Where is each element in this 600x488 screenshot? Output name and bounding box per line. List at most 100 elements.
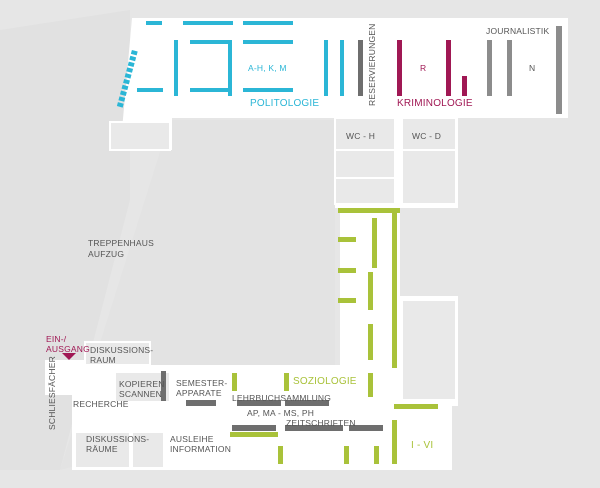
shelf [237, 400, 281, 406]
label-diskussionsraum-1: DISKUSSIONS- [90, 345, 154, 355]
room-right-middle [401, 299, 457, 401]
label-kriminologie: KRIMINOLOGIE [397, 98, 473, 109]
shelf [344, 446, 349, 464]
shelf [190, 40, 228, 44]
shelf [232, 425, 276, 431]
shelf [392, 420, 397, 464]
politologie-shelves [116, 21, 344, 108]
shelf [230, 432, 278, 437]
label-n: N [529, 63, 536, 73]
kriminologie-shelves [397, 40, 467, 96]
shelf [338, 208, 400, 213]
shelf [446, 40, 451, 96]
shelf [123, 78, 130, 85]
rooms [74, 117, 457, 469]
shelf [462, 76, 467, 96]
label-kopieren: KOPIEREN [119, 379, 165, 389]
label-i-vi: I - VI [411, 440, 434, 451]
shelf [285, 400, 329, 406]
shelf [127, 61, 135, 67]
shelf [487, 40, 492, 96]
label-aufzug: AUFZUG [88, 249, 125, 259]
label-ap-ma-ms-ph: AP, MA - MS, PH [247, 408, 315, 418]
label-semesterapparate-1: SEMESTER- [176, 378, 228, 388]
label-eingang-1: EIN-/ [46, 334, 67, 344]
label-politologie: POLITOLOGIE [250, 98, 320, 109]
label-wc-h: WC - H [346, 131, 376, 141]
label-r: R [420, 63, 427, 73]
room-diskussionsraeume-2 [131, 431, 165, 469]
outer-building-shadow [0, 10, 130, 470]
room-wc-h-3 [334, 177, 396, 205]
soziologie-shelves [230, 208, 438, 464]
shelf [284, 373, 289, 391]
label-treppenhaus: TREPPENHAUS [88, 238, 154, 248]
shelf [392, 208, 397, 368]
shelf [228, 40, 232, 96]
shelf [183, 21, 233, 25]
label-diskussionsraeume-2: RÄUME [86, 444, 118, 454]
shelf [324, 40, 328, 96]
label-diskussionsraeume-1: DISKUSSIONS- [86, 434, 150, 444]
shelf [116, 102, 124, 108]
shelf [394, 404, 438, 409]
dark-shelves [161, 371, 383, 431]
shelf [397, 40, 402, 96]
room-wc-d-2 [401, 149, 457, 205]
label-scannen: SCANNEN [119, 389, 162, 399]
shelf [340, 40, 344, 96]
shelf [372, 218, 377, 268]
room-wc-h [334, 117, 396, 151]
shelf [137, 88, 163, 92]
label-a-h-k-m: A-H, K, M [248, 63, 287, 73]
label-journalistik: JOURNALISTIK [486, 26, 550, 36]
entrance-arrow-icon [62, 353, 76, 360]
room-diskussionsraeume-1 [74, 431, 131, 469]
shelf [119, 90, 127, 96]
shelf [285, 425, 343, 431]
shelf [338, 298, 356, 303]
shelf [338, 237, 356, 242]
room-diskussionsraum [84, 341, 151, 366]
room-kopieren [114, 371, 171, 403]
shelf [349, 425, 383, 431]
shelf [190, 88, 228, 92]
room-top-left [109, 121, 171, 151]
label-wc-d: WC - D [412, 131, 442, 141]
shelf [507, 40, 512, 96]
label-schliessfaecher: SCHLIESFÄCHER [47, 356, 57, 430]
shelf [243, 88, 293, 92]
reservierungen-shelf [358, 40, 363, 96]
shelf [556, 26, 562, 114]
shelf [124, 73, 132, 79]
shelf [232, 373, 237, 391]
label-recherche: RECHERCHE [73, 399, 129, 409]
shelf [243, 40, 293, 44]
shelf [129, 55, 137, 62]
label-zeitschriften: ZEITSCHRIFTEN [286, 418, 356, 428]
label-semesterapparate-2: APPARATE [176, 388, 222, 398]
shelf [130, 49, 138, 56]
shelf [374, 446, 379, 464]
label-lehrbuchsammlung: LEHRBUCHSAMMLUNG [232, 393, 332, 403]
shelf [126, 67, 134, 73]
shelf [118, 96, 126, 102]
label-reservierungen: RESERVIERUNGEN [367, 23, 377, 106]
shelf [368, 272, 373, 310]
label-eingang-2: AUSGANG [46, 344, 90, 354]
shelf [174, 40, 178, 96]
shelf [243, 21, 293, 25]
shelf [368, 324, 373, 360]
shelf [146, 21, 162, 25]
shelf [186, 400, 216, 406]
shelf [121, 84, 129, 91]
label-diskussionsraum-2: RAUM [90, 355, 116, 365]
shelf [338, 268, 356, 273]
journalistik-shelves [487, 26, 562, 114]
shelf [278, 446, 283, 464]
label-ausleihe-1: AUSLEIHE [170, 434, 214, 444]
shelf [161, 371, 166, 401]
angled-shelves [116, 49, 138, 108]
